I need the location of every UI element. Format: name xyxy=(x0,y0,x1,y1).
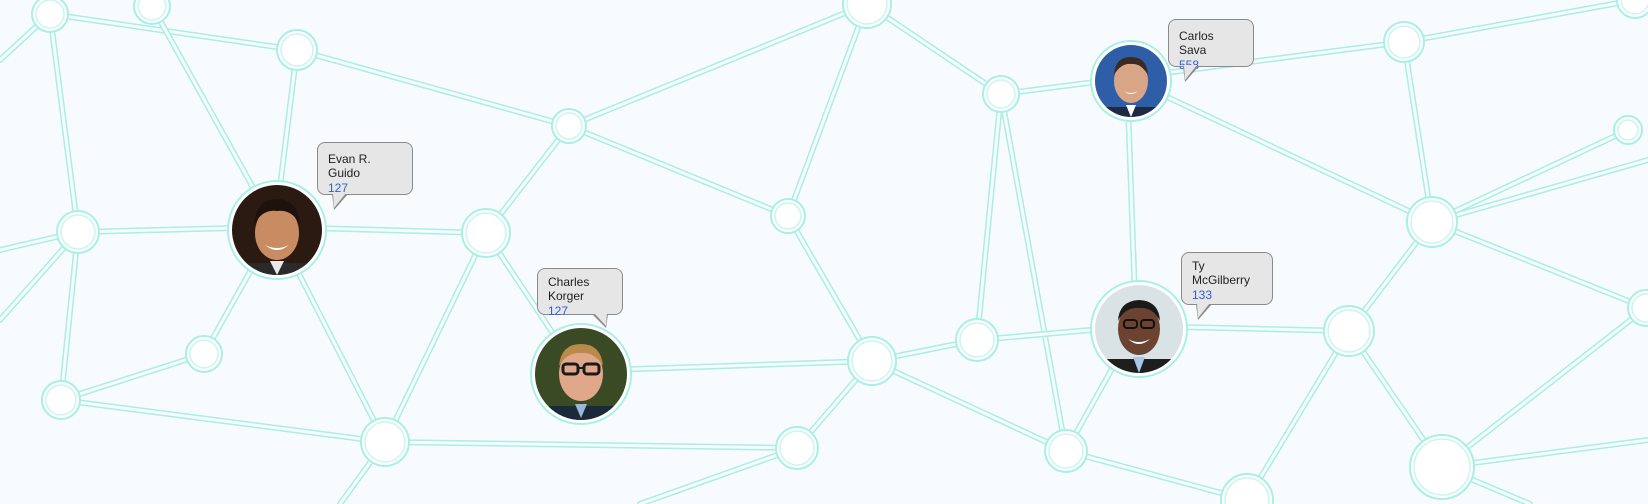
person-score: 127 xyxy=(328,181,349,195)
network-edge xyxy=(1064,449,1249,502)
network-node-inner xyxy=(1617,119,1639,141)
person-name: Evan R. Guido xyxy=(328,152,371,180)
network-node-inner xyxy=(137,0,167,21)
network-edge xyxy=(786,214,874,363)
network-edge xyxy=(48,12,80,234)
avatar[interactable] xyxy=(1092,282,1186,376)
person-score: 133 xyxy=(1192,288,1213,302)
network-edge xyxy=(383,440,799,450)
name-bubble: Ty McGilberry 133 xyxy=(1181,252,1273,320)
network-node-inner xyxy=(60,214,96,250)
network-edge xyxy=(59,398,387,444)
network-edge xyxy=(1430,128,1630,224)
network-node-inner xyxy=(986,79,1016,109)
network-node-inner xyxy=(1048,433,1084,469)
network-edge xyxy=(295,48,571,128)
network-node-inner xyxy=(774,202,802,230)
network-edge xyxy=(1440,306,1648,469)
network-node-inner xyxy=(35,0,65,29)
man-smiling-glasses-photo xyxy=(1095,285,1183,373)
network-edge xyxy=(999,92,1068,453)
network-edge xyxy=(1430,158,1648,224)
network-edge xyxy=(870,359,1068,453)
network-edge xyxy=(59,230,80,402)
network-node-inner xyxy=(1413,438,1471,496)
network-edge xyxy=(383,231,488,444)
network-node-inner xyxy=(465,212,507,254)
network-node-inner xyxy=(555,112,583,140)
network-node-inner xyxy=(1410,200,1454,244)
name-bubble: Carlos Sava 558 xyxy=(1168,19,1254,82)
avatar[interactable] xyxy=(229,182,325,278)
network-node-inner xyxy=(280,33,314,67)
person-name: Charles Korger xyxy=(548,275,590,303)
name-bubble: Evan R. Guido 127 xyxy=(317,142,413,210)
network-node-inner xyxy=(364,421,406,463)
network-edge xyxy=(48,12,299,52)
network-node-inner xyxy=(851,340,893,382)
network-node-inner xyxy=(1631,293,1648,323)
man-glasses-photo xyxy=(535,328,627,420)
person-name: Carlos Sava xyxy=(1179,29,1214,57)
network-edge xyxy=(59,352,206,402)
network-node-inner xyxy=(779,430,815,466)
network-edge xyxy=(1440,438,1648,469)
network-edge xyxy=(1402,0,1637,44)
network-edge xyxy=(1125,40,1406,80)
network-node-inner xyxy=(1224,477,1270,504)
network-edge xyxy=(786,2,869,218)
network-node-inner xyxy=(1620,0,1648,15)
network-edge xyxy=(1125,76,1434,224)
network-edge xyxy=(567,2,869,128)
network-edge xyxy=(865,2,1003,96)
name-bubble: Charles Korger 127 xyxy=(537,268,623,328)
network-node-inner xyxy=(846,0,888,25)
network-node-inner xyxy=(1327,309,1371,353)
network-edge xyxy=(638,446,799,504)
network-edge xyxy=(1245,329,1351,502)
network-edge xyxy=(1402,40,1434,224)
person-score: 127 xyxy=(548,304,569,318)
network-nodes xyxy=(31,0,1648,504)
network-edge xyxy=(1430,220,1648,310)
network-node-inner xyxy=(189,339,219,369)
avatar[interactable] xyxy=(532,325,630,423)
person-name: Ty McGilberry xyxy=(1192,259,1251,287)
network-node-inner xyxy=(1387,25,1421,59)
network-edge xyxy=(975,92,1003,342)
man-blue-background-photo xyxy=(1095,45,1167,117)
network-node-inner xyxy=(959,322,995,358)
network-edge xyxy=(567,124,790,218)
avatar[interactable] xyxy=(1092,42,1170,120)
network-node-inner xyxy=(45,384,77,416)
man-smiling-dark-hair-photo xyxy=(232,185,322,275)
